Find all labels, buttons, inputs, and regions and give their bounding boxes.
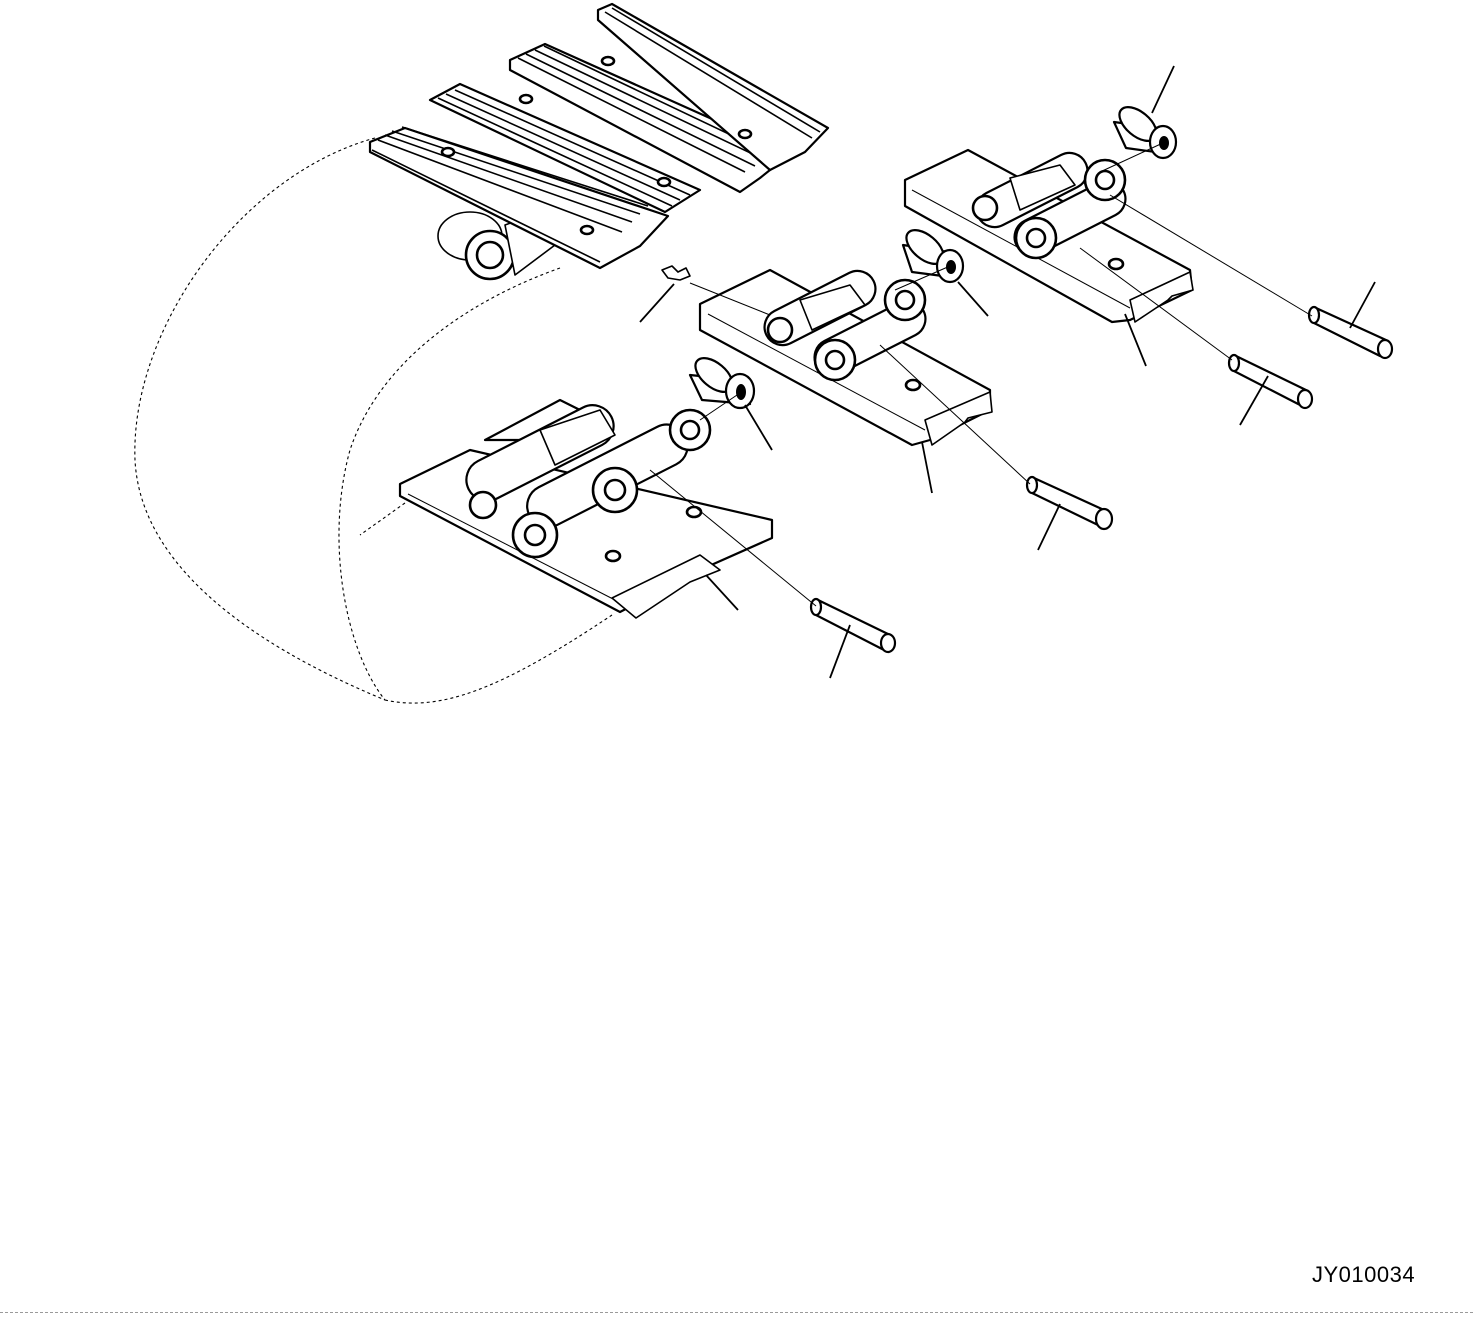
pin-bottom [809,597,897,654]
pin-lower-middle [1025,475,1114,531]
bushing-left [688,357,756,410]
leader-lines [639,65,1376,679]
seal-part [661,265,691,281]
shoe-assembly-b [698,268,993,447]
drawing-code: JY010034 [1312,1262,1416,1287]
track-loop-outline [134,137,613,704]
shoe-assembly-c [398,398,774,619]
bushing-middle [901,229,965,284]
assembled-track-shoes [368,2,830,281]
assembly-guide-lines [649,141,1313,607]
pin-upper-middle [1227,353,1314,410]
bushing-top [1112,106,1178,160]
shoe-assembly-a [903,148,1194,324]
bottom-border [0,1312,1473,1313]
pin-top [1307,305,1394,360]
